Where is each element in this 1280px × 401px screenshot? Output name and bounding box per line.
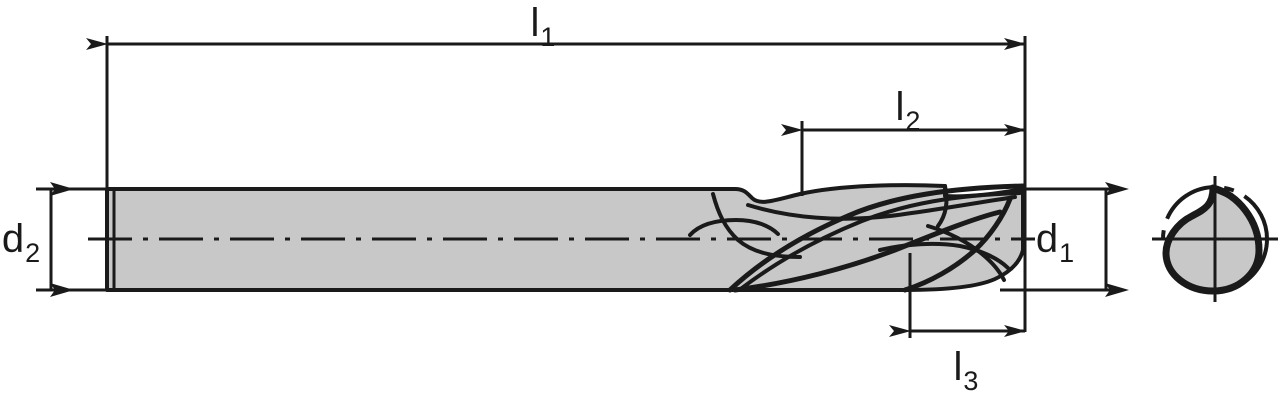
cutting-tip-relief-line (926, 224, 1006, 282)
dimension-label-d2: d2 (2, 217, 40, 268)
flute-helix-back-edge (740, 191, 1022, 290)
side-view (88, 183, 1035, 293)
dimension-label-l3: l3 (954, 345, 979, 396)
dimension-label-l2: l2 (896, 85, 921, 136)
flute-helix-upper-edge (727, 183, 1026, 293)
cutting-tip-edge-secondary (878, 241, 1010, 270)
dimension-d2: d2 (2, 182, 74, 297)
end-view (1152, 176, 1278, 302)
dimension-label-l1: l1 (531, 1, 556, 52)
tip-chisel-edge (936, 184, 949, 228)
dimension-l2: l2 (781, 85, 1026, 136)
flute-secondary-helix (746, 195, 1017, 221)
dimension-label-d1: d1 (1036, 217, 1074, 268)
flute-land-lower-edge (732, 209, 1003, 293)
dimension-l3: l3 (889, 325, 1026, 396)
dimension-d1: d1 (1036, 182, 1129, 297)
dimension-l1: l1 (86, 1, 1026, 52)
flute-exit-pocket (688, 217, 780, 237)
